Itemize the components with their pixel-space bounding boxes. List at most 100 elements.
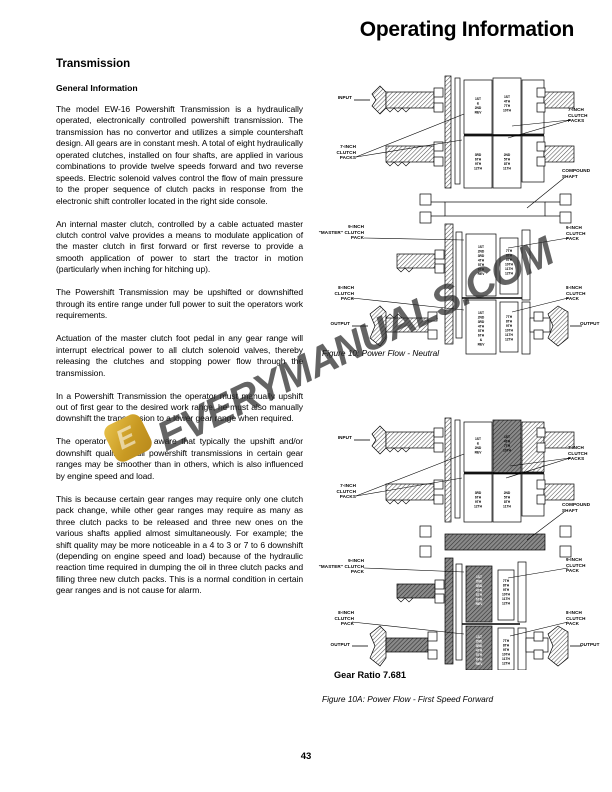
svg-text:1ST: 1ST bbox=[476, 575, 482, 579]
svg-text:7TH: 7TH bbox=[503, 579, 510, 583]
svg-text:9TH: 9TH bbox=[506, 324, 513, 328]
svg-text:3RD: 3RD bbox=[476, 584, 483, 588]
svg-text:8TH: 8TH bbox=[506, 254, 513, 258]
callout-compound-shaft: COMPOUND SHAFT bbox=[562, 168, 591, 179]
callout-nine-inch-right: 9-INCH CLUTCH PACK bbox=[566, 557, 586, 574]
callout-compound-shaft: COMPOUND SHAFT bbox=[562, 502, 591, 513]
callout-eight-inch-left: 8-INCH CLUTCH PACK bbox=[334, 610, 354, 627]
callout-seven-inch-right: 7-INCH CLUTCH PACKS bbox=[568, 445, 588, 462]
svg-text:6TH: 6TH bbox=[478, 268, 485, 272]
svg-text:2ND: 2ND bbox=[475, 446, 482, 450]
svg-text:2ND: 2ND bbox=[504, 153, 511, 157]
svg-text:12TH: 12TH bbox=[505, 338, 514, 342]
svg-text:2ND: 2ND bbox=[478, 316, 485, 320]
svg-text:6TH: 6TH bbox=[475, 496, 482, 500]
svg-text:4TH: 4TH bbox=[504, 100, 511, 104]
svg-text:&: & bbox=[477, 102, 480, 106]
body-paragraph: Actuation of the master clutch foot peda… bbox=[56, 333, 303, 378]
svg-text:9TH: 9TH bbox=[475, 162, 482, 166]
svg-text:1ST: 1ST bbox=[476, 635, 482, 639]
svg-text:5TH: 5TH bbox=[504, 158, 511, 162]
svg-text:2ND: 2ND bbox=[478, 250, 485, 254]
svg-text:1ST: 1ST bbox=[478, 245, 484, 249]
svg-text:9TH: 9TH bbox=[503, 648, 510, 652]
svg-text:5TH: 5TH bbox=[476, 593, 483, 597]
svg-text:7TH: 7TH bbox=[506, 249, 513, 253]
callout-input: INPUT bbox=[337, 435, 352, 440]
body-paragraph: This is because certain gear ranges may … bbox=[56, 493, 303, 596]
callout-output-left: OUTPUT bbox=[330, 321, 350, 326]
svg-text:&: & bbox=[477, 442, 480, 446]
callout-output-left: OUTPUT bbox=[330, 642, 350, 647]
svg-text:10TH: 10TH bbox=[505, 263, 514, 267]
svg-text:7TH: 7TH bbox=[504, 104, 511, 108]
svg-text:4TH: 4TH bbox=[478, 325, 485, 329]
svg-text:1ST: 1ST bbox=[504, 435, 510, 439]
svg-text:11TH: 11TH bbox=[502, 657, 510, 661]
svg-text:12TH: 12TH bbox=[474, 505, 483, 509]
callout-master-clutch: 9-INCH "MASTER" CLUTCH PACK bbox=[318, 224, 364, 241]
svg-text:8TH: 8TH bbox=[504, 500, 511, 504]
svg-text:6TH: 6TH bbox=[476, 598, 483, 602]
page-title: Operating Information bbox=[359, 18, 575, 41]
svg-text:7TH: 7TH bbox=[503, 639, 510, 643]
callout-eight-inch-right: 8-INCH CLUTCH PACK bbox=[566, 610, 586, 627]
body-paragraph: The operator should be aware that typica… bbox=[56, 436, 303, 481]
callout-output-right: OUTPUT bbox=[580, 642, 600, 647]
callout-seven-inch-right: 7-INCH CLUTCH PACKS bbox=[568, 107, 588, 124]
svg-text:4TH: 4TH bbox=[504, 440, 511, 444]
svg-text:5TH: 5TH bbox=[478, 263, 485, 267]
svg-text:REV: REV bbox=[478, 272, 486, 276]
svg-text:8TH: 8TH bbox=[506, 320, 513, 324]
svg-text:REV: REV bbox=[475, 111, 483, 115]
body-paragraph: In a Powershift Transmission the operato… bbox=[56, 390, 303, 424]
svg-text:4TH: 4TH bbox=[476, 589, 483, 593]
svg-text:3RD: 3RD bbox=[475, 153, 482, 157]
figure-10a-caption: Figure 10A: Power Flow - First Speed For… bbox=[322, 694, 494, 704]
svg-text:11TH: 11TH bbox=[503, 505, 511, 509]
svg-text:&: & bbox=[480, 338, 483, 342]
subsection-title: General Information bbox=[56, 83, 138, 93]
callout-nine-inch-right: 9-INCH CLUTCH PACK bbox=[566, 225, 586, 242]
figure-10-caption: Figure 10: Power Flow - Neutral bbox=[322, 348, 440, 358]
callout-seven-inch-left: 7-INCH CLUTCH PACKS bbox=[336, 483, 356, 500]
callout-output-right: OUTPUT bbox=[580, 321, 600, 326]
svg-text:3RD: 3RD bbox=[475, 491, 482, 495]
svg-text:2ND: 2ND bbox=[476, 580, 483, 584]
section-title: Transmission bbox=[56, 58, 131, 70]
svg-text:1ST: 1ST bbox=[475, 97, 481, 101]
svg-text:1ST: 1ST bbox=[504, 95, 510, 99]
callout-eight-inch-right: 8-INCH CLUTCH PACK bbox=[566, 285, 586, 302]
callout-input: INPUT bbox=[337, 95, 352, 100]
svg-text:10TH: 10TH bbox=[503, 109, 512, 113]
body-paragraph: The model EW-16 Powershift Transmission … bbox=[56, 104, 303, 206]
svg-text:12TH: 12TH bbox=[502, 602, 511, 606]
svg-text:10TH: 10TH bbox=[502, 593, 511, 597]
gear-ratio-label: Gear Ratio 7.681 bbox=[334, 670, 407, 680]
svg-text:3RD: 3RD bbox=[478, 320, 485, 324]
svg-text:3RD: 3RD bbox=[476, 644, 483, 648]
svg-text:1ST: 1ST bbox=[478, 311, 484, 315]
svg-text:2ND: 2ND bbox=[504, 491, 511, 495]
svg-text:10TH: 10TH bbox=[503, 449, 512, 453]
svg-text:5TH: 5TH bbox=[504, 496, 511, 500]
svg-text:6TH: 6TH bbox=[478, 334, 485, 338]
svg-text:8TH: 8TH bbox=[503, 584, 510, 588]
svg-text:7TH: 7TH bbox=[504, 444, 511, 448]
svg-text:10TH: 10TH bbox=[502, 653, 511, 657]
body-paragraph: The Powershift Transmission may be upshi… bbox=[56, 287, 303, 321]
svg-text:6TH: 6TH bbox=[476, 658, 483, 662]
svg-text:9TH: 9TH bbox=[475, 500, 482, 504]
svg-text:5TH: 5TH bbox=[476, 653, 483, 657]
svg-text:5TH: 5TH bbox=[478, 329, 485, 333]
callout-eight-inch-left: 8-INCH CLUTCH PACK bbox=[334, 285, 354, 302]
svg-text:11TH: 11TH bbox=[503, 167, 511, 171]
svg-text:2ND: 2ND bbox=[476, 640, 483, 644]
svg-text:10TH: 10TH bbox=[505, 329, 514, 333]
svg-text:7TH: 7TH bbox=[506, 315, 513, 319]
svg-text:4TH: 4TH bbox=[476, 649, 483, 653]
svg-text:9TH: 9TH bbox=[506, 258, 513, 262]
svg-text:REV: REV bbox=[476, 602, 484, 606]
svg-text:12TH: 12TH bbox=[502, 662, 511, 666]
